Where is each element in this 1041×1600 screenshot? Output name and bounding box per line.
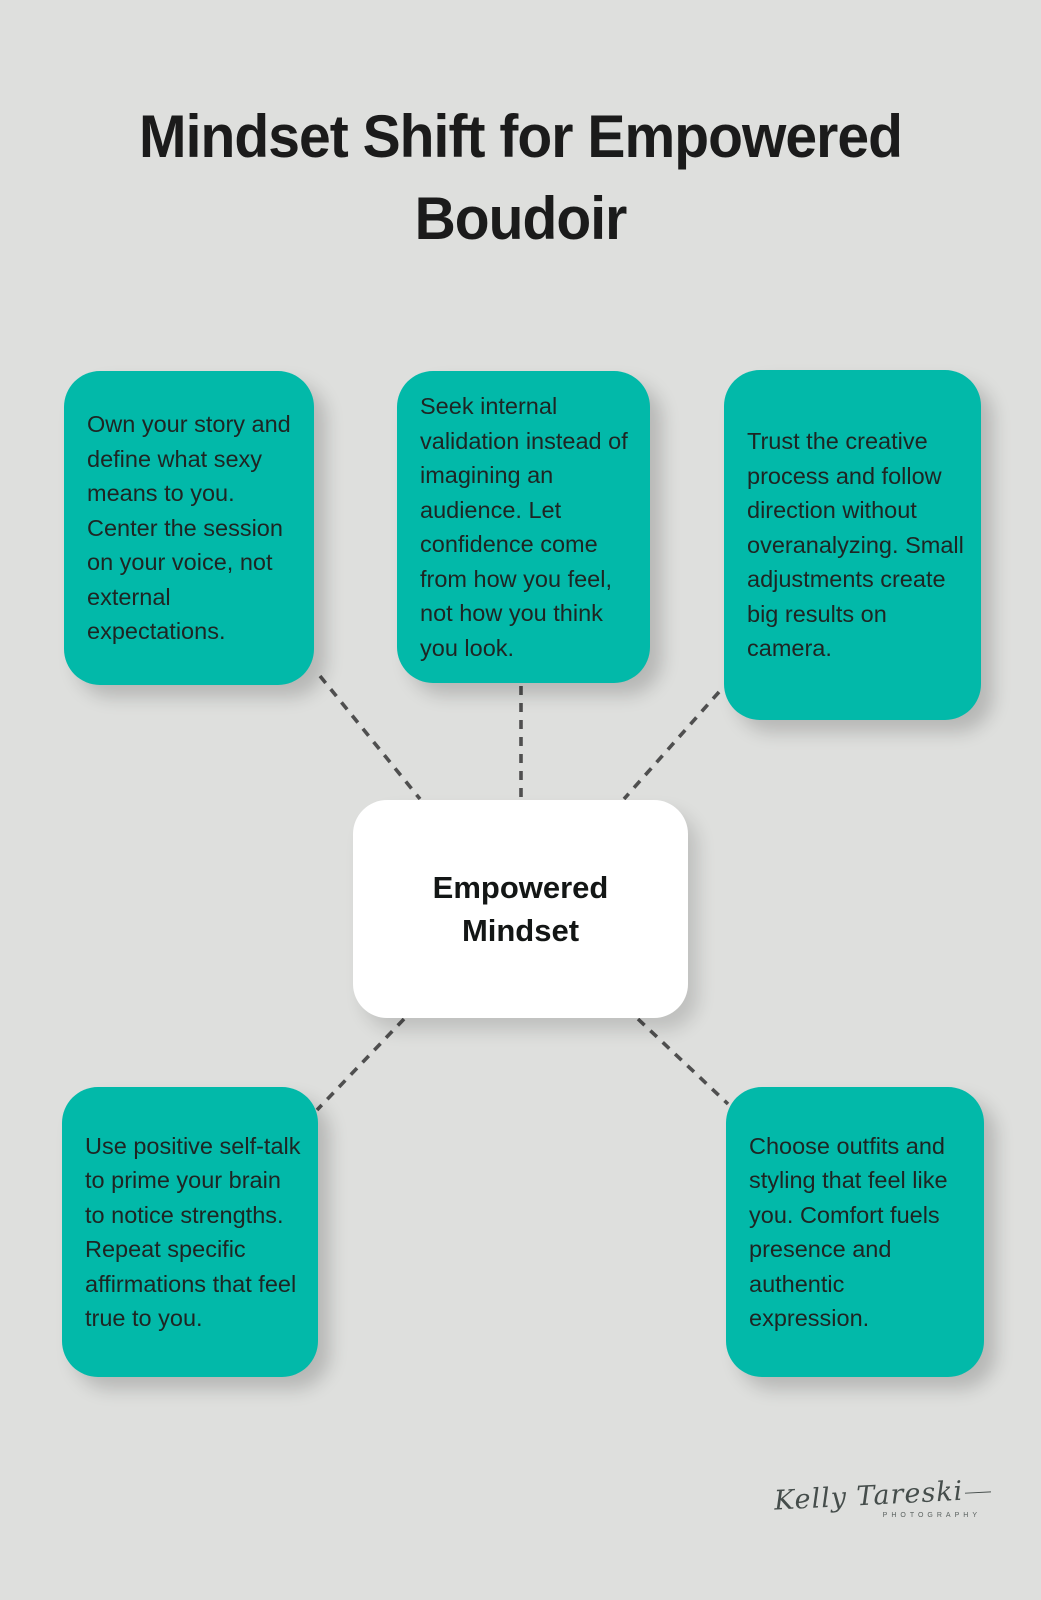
signature-subtitle: PHOTOGRAPHY — [882, 1512, 981, 1519]
node-bottom-right-text: Choose outfits and styling that feel lik… — [749, 1132, 948, 1332]
node-top-left-text: Own your story and define what sexy mean… — [87, 411, 291, 645]
node-top-left: Own your story and define what sexy mean… — [64, 371, 314, 685]
signature-name: Kelly Tareski — [773, 1474, 992, 1517]
signature-logo: Kelly Tareski PHOTOGRAPHY — [773, 1476, 991, 1519]
node-bottom-right: Choose outfits and styling that feel lik… — [726, 1087, 984, 1377]
page-title-line-2: Boudoir — [414, 185, 628, 252]
node-bottom-left: Use positive self-talk to prime your bra… — [62, 1087, 318, 1377]
page-title: Mindset Shift for Empowered Boudoir — [26, 96, 1015, 260]
node-center-label: Empowered Mindset — [432, 870, 609, 948]
node-top-right-text: Trust the creative process and follow di… — [747, 428, 964, 662]
connector-top-left — [318, 674, 422, 801]
connector-bottom-left — [315, 1017, 406, 1112]
node-bottom-left-text: Use positive self-talk to prime your bra… — [85, 1132, 301, 1332]
node-top-middle-text: Seek internal validation instead of imag… — [420, 393, 628, 661]
node-top-right: Trust the creative process and follow di… — [724, 370, 981, 720]
connector-bottom-right — [636, 1017, 730, 1106]
connector-top-right — [622, 690, 721, 801]
page-title-line-1: Mindset Shift for Empowered — [139, 103, 903, 170]
node-top-middle: Seek internal validation instead of imag… — [397, 371, 650, 683]
node-center: Empowered Mindset — [353, 800, 688, 1018]
